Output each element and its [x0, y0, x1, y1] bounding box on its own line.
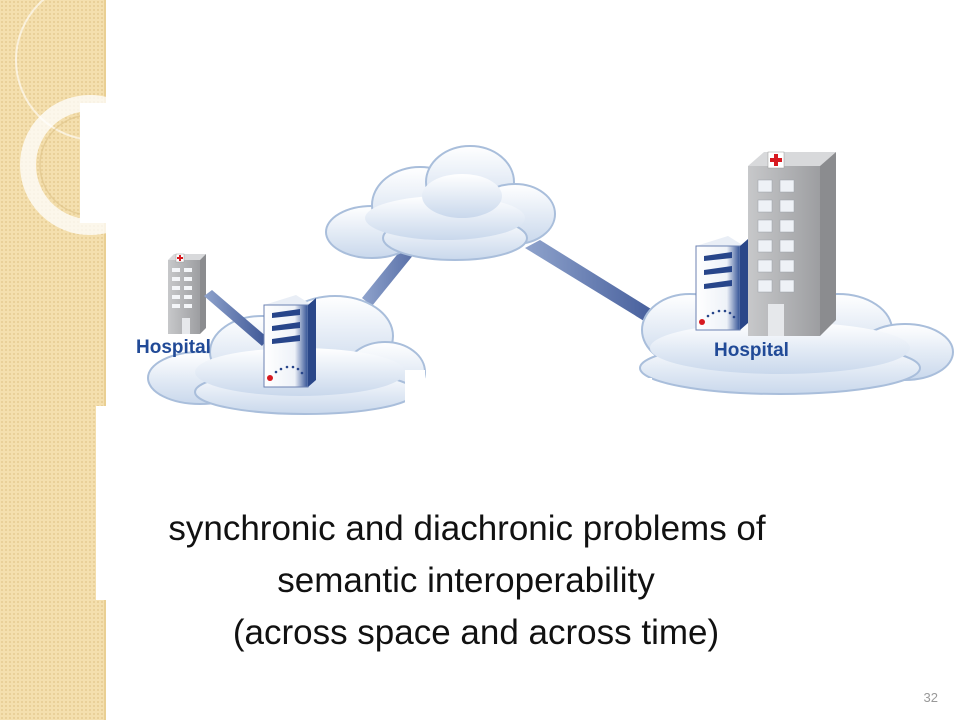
- caption-line-3: (across space and across time): [232, 613, 720, 652]
- hospital-building-left: [168, 253, 206, 334]
- sidebar-edge: [104, 0, 106, 720]
- page-number: 32: [923, 690, 938, 705]
- hospital-label-left: Hospital: [136, 337, 211, 358]
- hospital-building-right: [748, 151, 836, 336]
- server-left: [263, 295, 316, 388]
- white-panel-top: [80, 103, 110, 223]
- white-panel-bottom: [96, 406, 116, 600]
- hospital-label-right: Hospital: [714, 340, 789, 361]
- link-building-to-server-left: [204, 290, 268, 346]
- server-right: [695, 236, 748, 331]
- caption-line-2: semantic interoperability: [277, 561, 655, 600]
- link-cloud-to-right: [525, 240, 672, 332]
- caption-line-1: synchronic and diachronic problems of: [168, 509, 766, 548]
